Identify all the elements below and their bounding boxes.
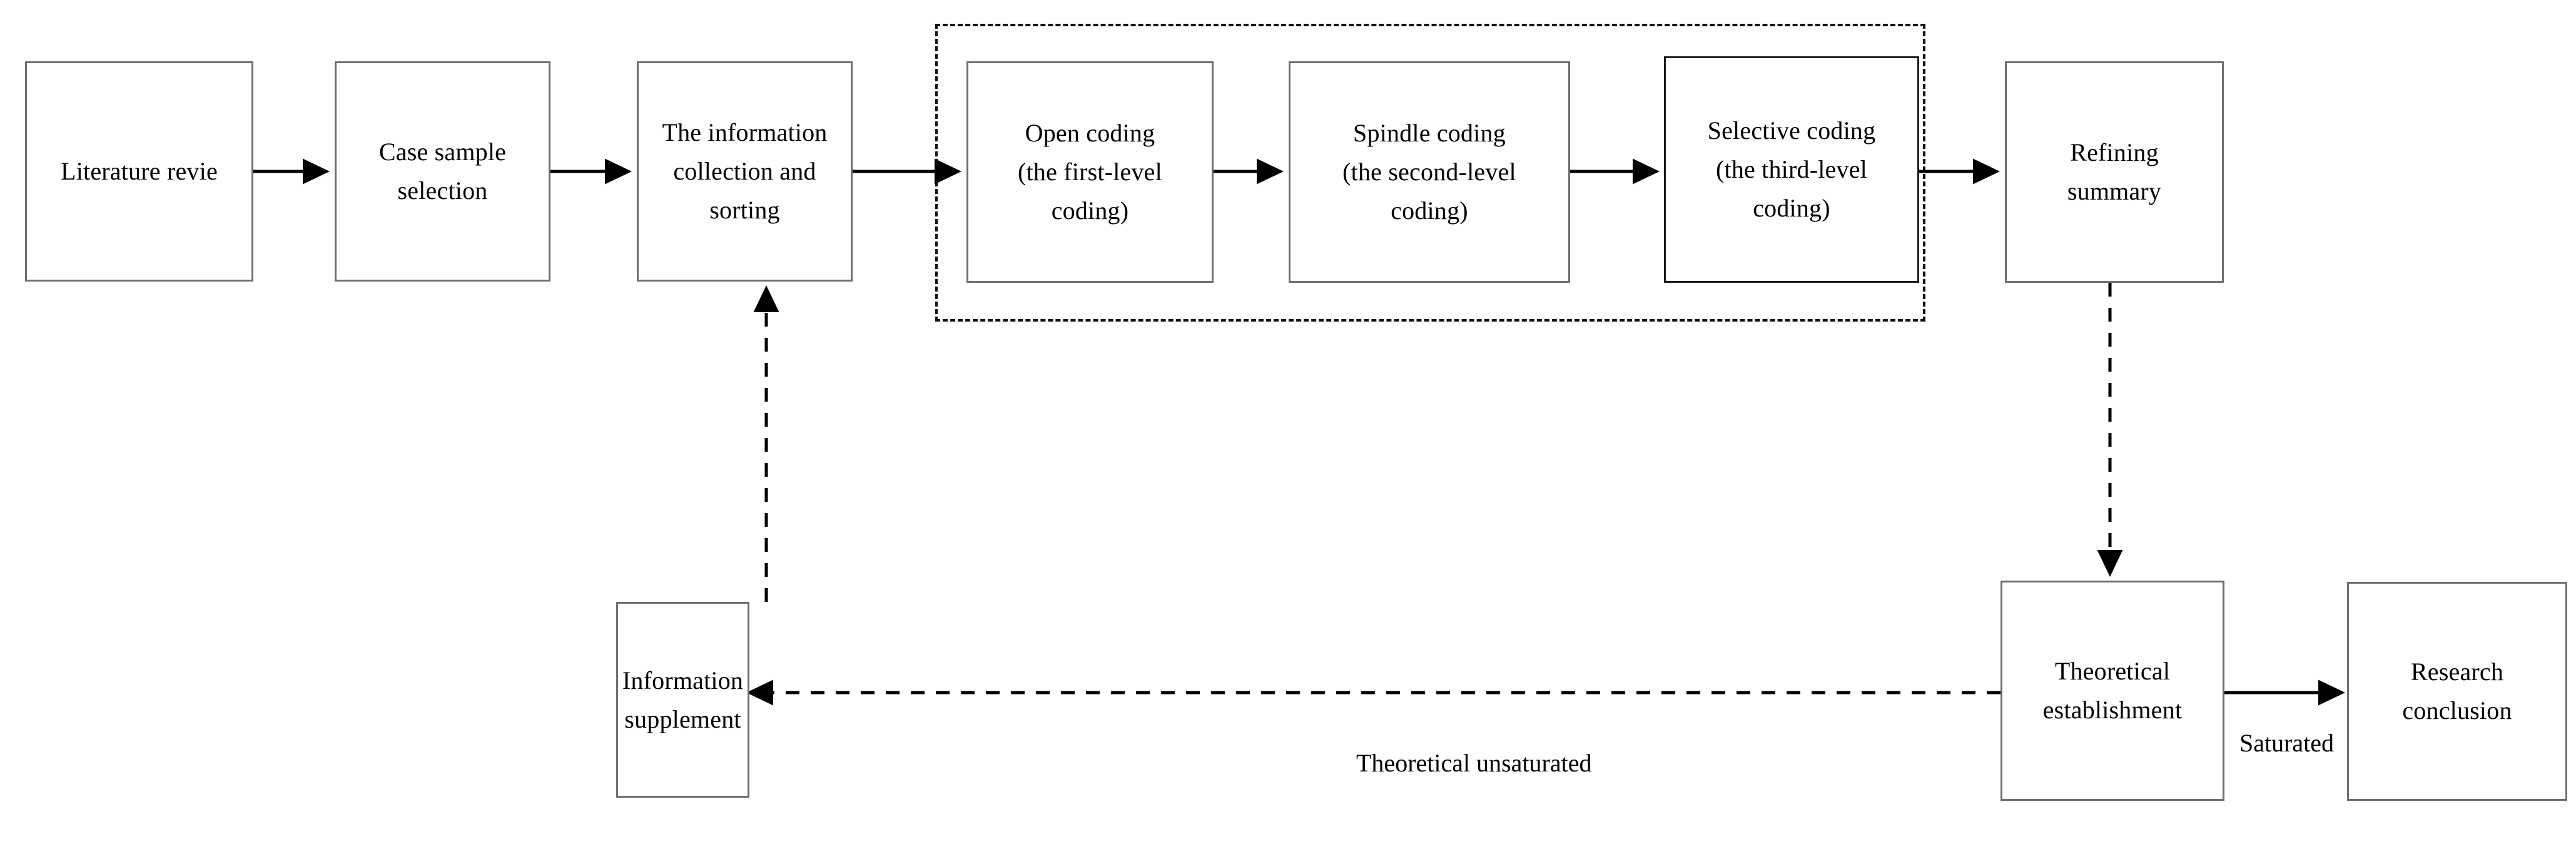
node-spindle-coding[interactable]: Spindle coding (the second-level coding) (1289, 61, 1570, 283)
node-open-coding-label: Open coding (the first-level coding) (1018, 119, 1162, 225)
node-literature-review-label: Literature revie (61, 157, 218, 185)
node-information-collection-label: The information collection and sorting (662, 118, 828, 224)
node-information-supplement-label: Information supplement (622, 666, 744, 733)
node-research-conclusion[interactable]: Research conclusion (2347, 582, 2567, 801)
node-theoretical-establishment[interactable]: Theoretical establishment (2000, 581, 2224, 801)
node-selective-coding[interactable]: Selective coding (the third-level coding… (1664, 56, 1919, 283)
node-selective-coding-label: Selective coding (the third-level coding… (1707, 116, 1876, 222)
node-literature-review[interactable]: Literature revie (25, 61, 253, 282)
node-information-supplement[interactable]: Information supplement (616, 602, 749, 798)
node-refining-summary[interactable]: Refining summary (2005, 61, 2224, 283)
node-theoretical-establishment-label: Theoretical establishment (2042, 657, 2183, 724)
edge-label-theoretical-unsaturated: Theoretical unsaturated (1356, 749, 1592, 777)
edge-label-saturated: Saturated (2239, 729, 2335, 757)
node-spindle-coding-label: Spindle coding (the second-level coding) (1342, 119, 1516, 225)
node-open-coding[interactable]: Open coding (the first-level coding) (966, 61, 1214, 283)
node-refining-summary-label: Refining summary (2067, 138, 2162, 205)
node-information-collection[interactable]: The information collection and sorting (637, 61, 853, 282)
node-research-conclusion-label: Research conclusion (2402, 658, 2512, 725)
node-case-sample-selection-label: Case sample selection (378, 138, 507, 205)
node-case-sample-selection[interactable]: Case sample selection (335, 61, 550, 282)
